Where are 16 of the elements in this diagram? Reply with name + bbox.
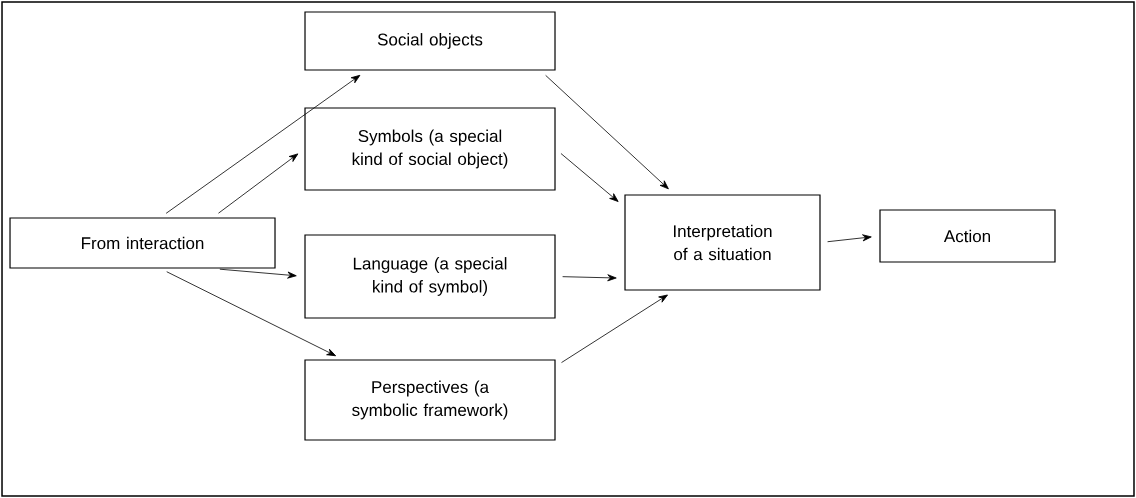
arrow — [165, 74, 361, 214]
arrow — [218, 153, 299, 214]
process-box: Language (a special kind of symbol) — [304, 234, 556, 319]
process-box: Interpretation of a situation — [624, 194, 821, 291]
arrow — [166, 271, 337, 357]
arrow — [562, 274, 617, 282]
process-box: Perspectives (a symbolic framework) — [304, 359, 556, 441]
arrow — [561, 294, 668, 363]
arrow — [219, 268, 297, 279]
process-box: Symbols (a special kind of social object) — [304, 107, 556, 191]
arrow — [827, 234, 872, 243]
arrow — [545, 74, 669, 190]
process-box: Action — [879, 209, 1056, 263]
process-box: Social objects — [304, 11, 556, 71]
process-box: From interaction — [9, 217, 276, 269]
arrow — [560, 153, 619, 202]
